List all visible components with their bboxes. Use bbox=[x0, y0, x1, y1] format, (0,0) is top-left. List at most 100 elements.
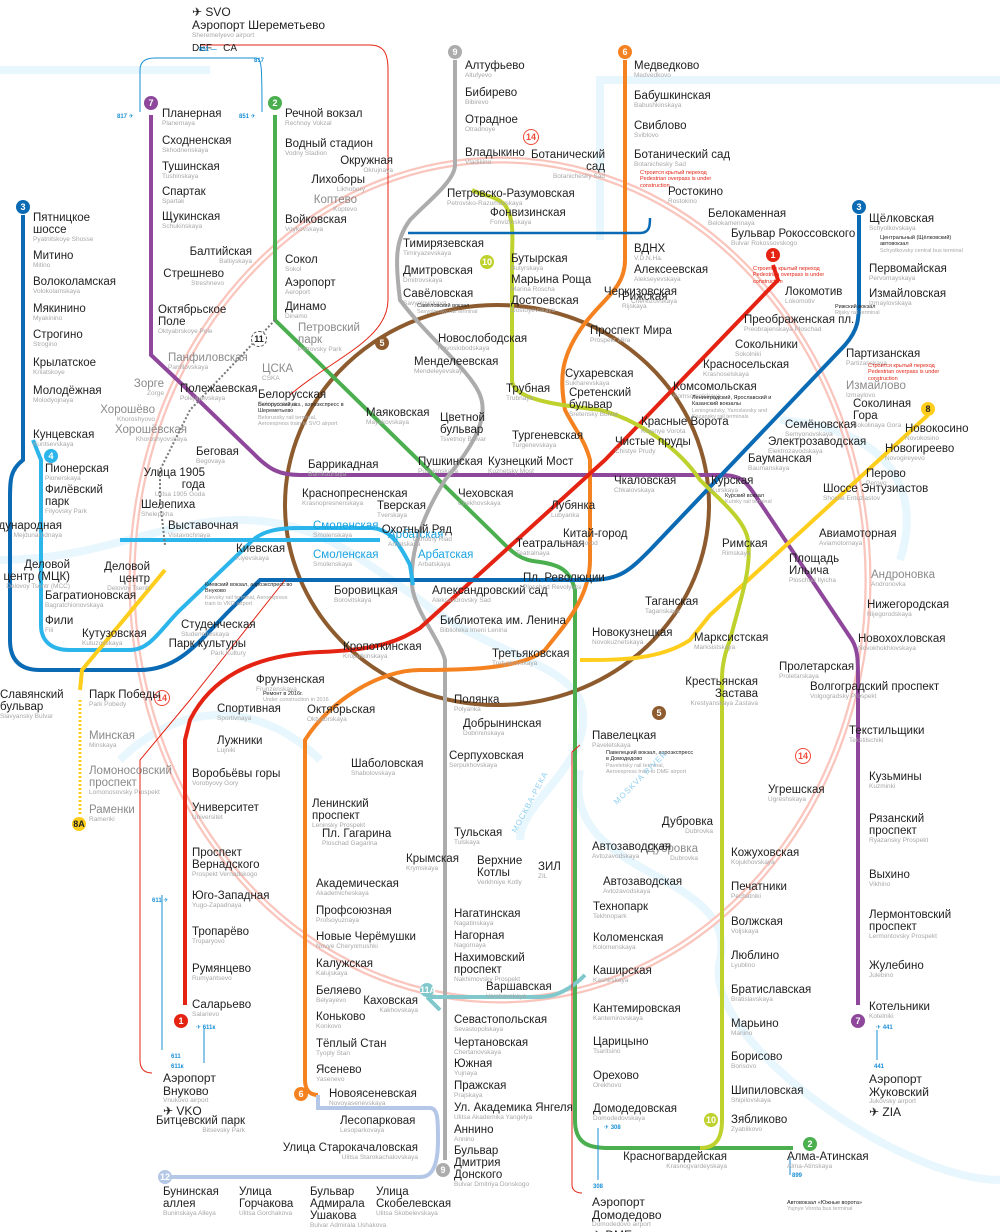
line-badge[interactable]: 6 bbox=[618, 45, 632, 59]
line-badge[interactable]: 14 bbox=[795, 748, 811, 764]
line-badge[interactable]: 9 bbox=[436, 1163, 450, 1177]
line-badge[interactable]: 14 bbox=[154, 690, 170, 706]
station[interactable]: Преображенская пл.Preobrajenskaya Plosch… bbox=[744, 314, 854, 334]
line-badge[interactable]: 1 bbox=[766, 248, 780, 262]
line-badge[interactable]: 8А bbox=[72, 817, 86, 831]
station[interactable]: Деловой центр (МЦК)Delovoy Tsentr (MCC) bbox=[0, 559, 70, 591]
line-badge[interactable]: 11А bbox=[420, 983, 437, 997]
line-badge[interactable]: 1 bbox=[174, 1014, 188, 1028]
line-badge[interactable]: 9 bbox=[448, 45, 462, 59]
